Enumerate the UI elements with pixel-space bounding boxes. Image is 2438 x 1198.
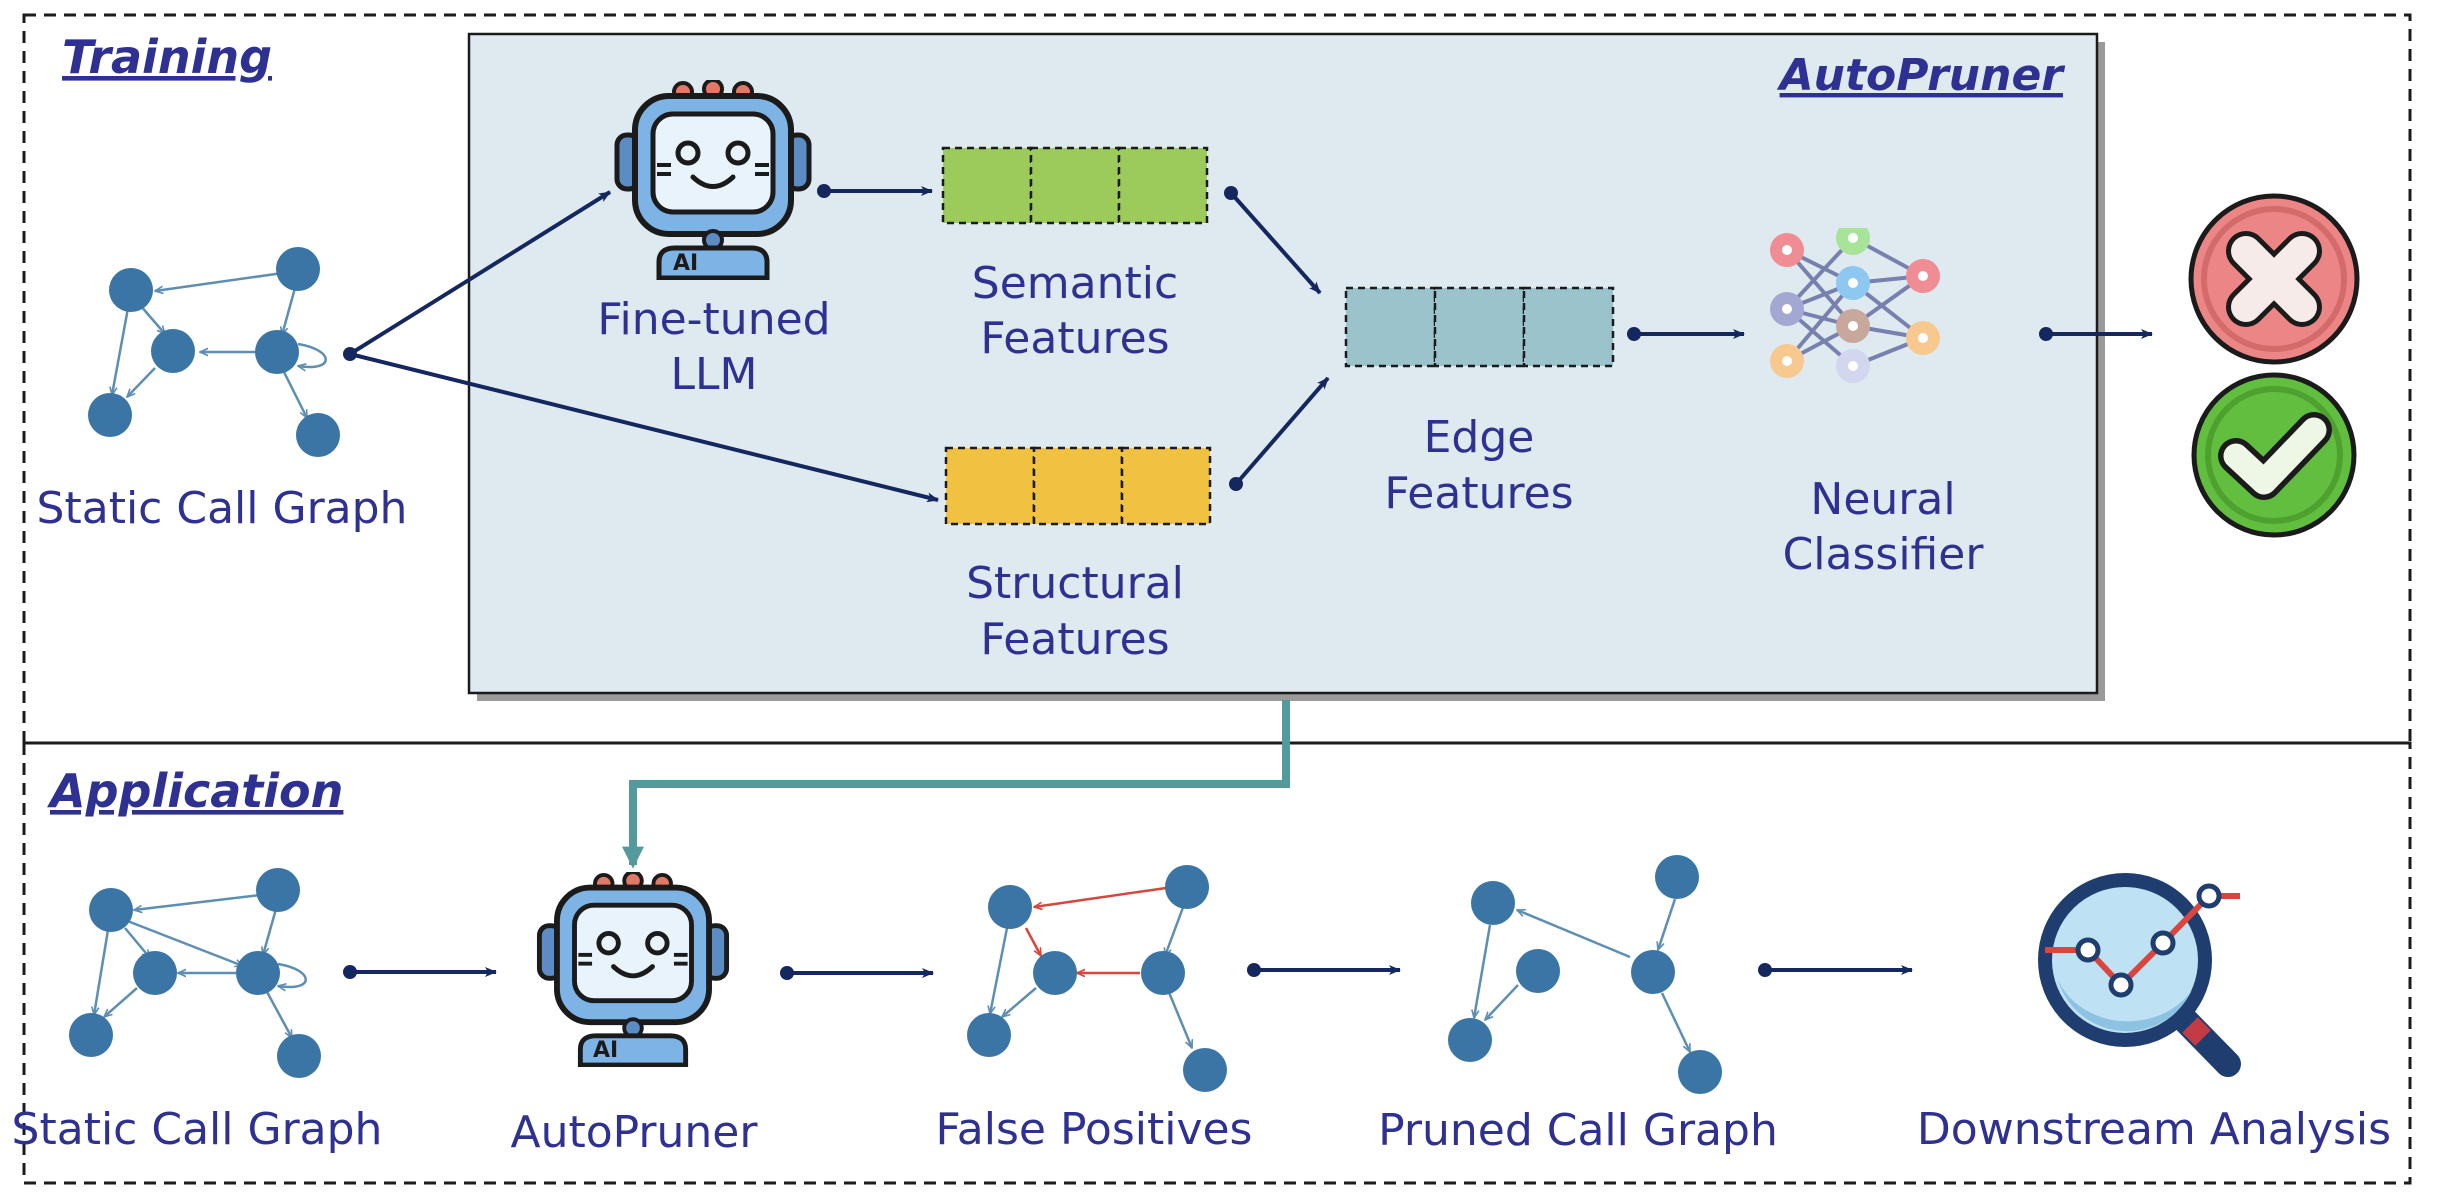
classifier-label-line1: Neural xyxy=(1810,474,1955,525)
false-positives-label: False Positives xyxy=(936,1104,1253,1155)
structural-label-line2: Features xyxy=(980,614,1169,665)
robot-icon: AI xyxy=(617,80,809,278)
svg-text:AI: AI xyxy=(673,251,698,276)
autopruner-box-title: AutoPruner xyxy=(1777,50,2066,101)
classifier-label-line2: Classifier xyxy=(1783,529,1985,580)
application-section-title: Application xyxy=(47,764,343,818)
edge-label-line1: Edge xyxy=(1424,412,1535,463)
false-positives-graph xyxy=(967,865,1227,1092)
application-call-graph xyxy=(69,868,321,1078)
svg-text:AI: AI xyxy=(593,1038,618,1063)
llm-label-line2: LLM xyxy=(671,349,758,400)
arrow-graph-to-llm xyxy=(348,190,612,356)
connector-training-to-application xyxy=(622,700,1290,869)
edge-label-line2: Features xyxy=(1384,468,1573,519)
semantic-label-line2: Features xyxy=(980,313,1169,364)
downstream-analysis-label: Downstream Analysis xyxy=(1917,1104,2391,1155)
cross-circle-icon xyxy=(2188,193,2360,365)
semantic-features-bar xyxy=(941,146,1209,225)
arrow-semantic-to-edge xyxy=(1229,191,1322,295)
llm-label-line1: Fine-tuned xyxy=(597,294,830,345)
robot-icon: AI xyxy=(539,872,726,1065)
training-section-frame xyxy=(22,13,2412,745)
application-autopruner-label: AutoPruner xyxy=(511,1107,759,1158)
pruned-call-graph-label: Pruned Call Graph xyxy=(1378,1105,1778,1156)
structural-features-bar xyxy=(944,446,1212,526)
training-static-call-graph-label: Static Call Graph xyxy=(37,483,408,534)
application-static-call-graph-label: Static Call Graph xyxy=(12,1104,383,1155)
application-section-frame xyxy=(22,741,2412,1185)
training-section-title: Training xyxy=(62,30,272,84)
arrow-graph-to-structural xyxy=(349,352,939,503)
magnifier-chart-icon xyxy=(2038,873,2241,1077)
semantic-label-line1: Semantic xyxy=(972,258,1178,309)
arrow-structural-to-edge xyxy=(1234,376,1330,486)
pruned-call-graph xyxy=(1448,855,1722,1094)
edge-features-bar xyxy=(1344,286,1615,368)
training-call-graph xyxy=(88,247,340,457)
structural-label-line1: Structural xyxy=(966,558,1184,609)
check-circle-icon xyxy=(2191,372,2357,538)
